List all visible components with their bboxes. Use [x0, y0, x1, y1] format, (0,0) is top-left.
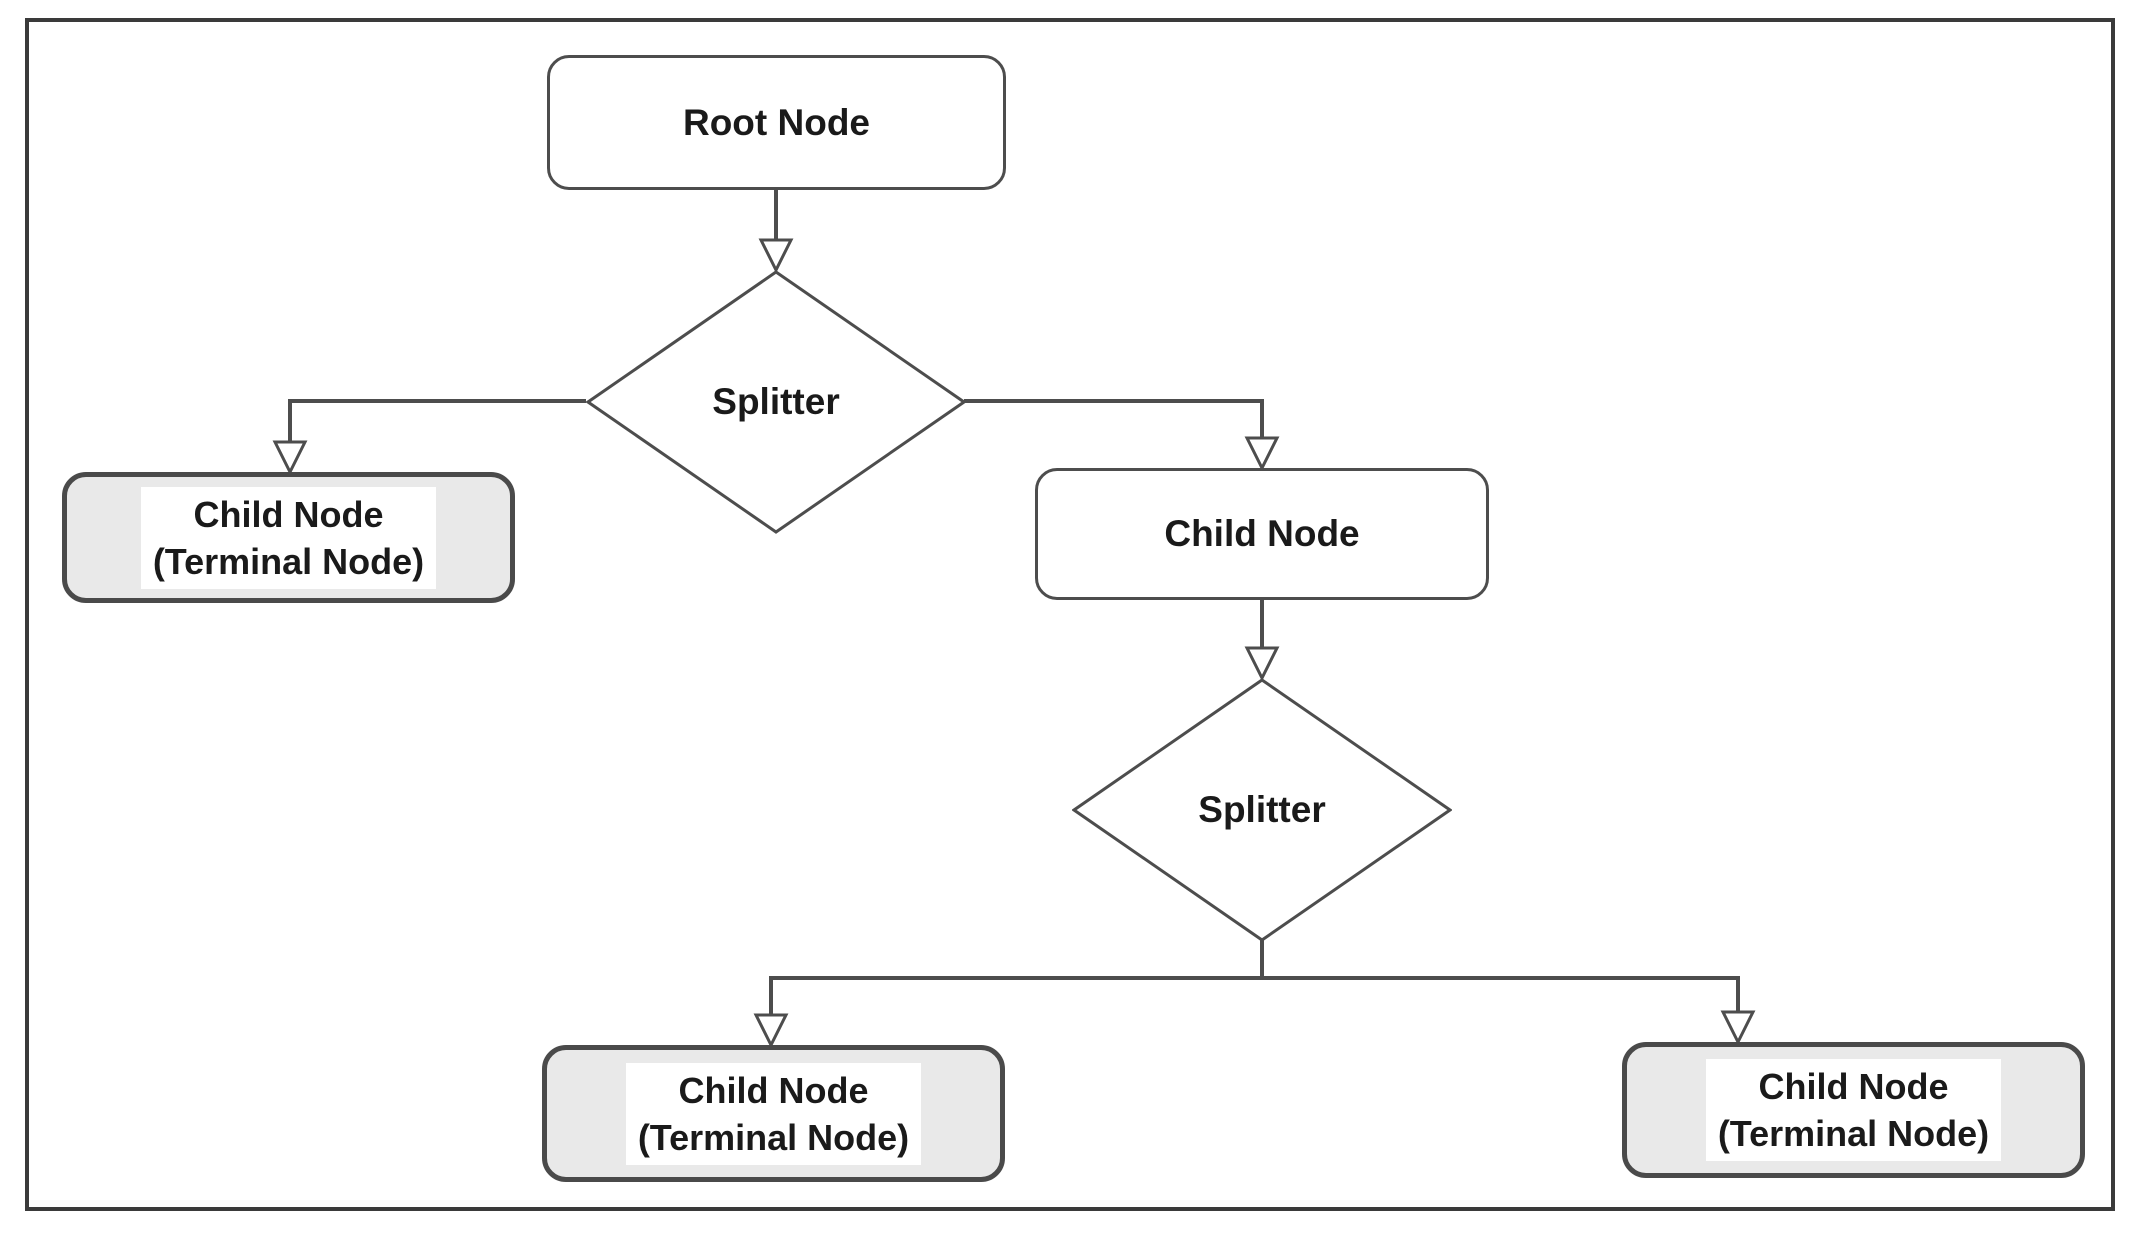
arrowhead-down-icon — [758, 238, 794, 272]
terminal-node-top-left-label: Child Node (Terminal Node) — [140, 486, 437, 589]
splitter-1-node: Splitter — [586, 270, 966, 534]
terminal-node-bottom-right: Child Node (Terminal Node) — [1622, 1042, 2085, 1178]
root-node: Root Node — [547, 55, 1006, 190]
root-node-label: Root Node — [682, 101, 871, 143]
arrowhead-down-icon — [753, 1013, 789, 1047]
arrowhead-down-icon — [272, 440, 308, 474]
terminal-node-bottom-right-label: Child Node (Terminal Node) — [1705, 1059, 2002, 1161]
arrowhead-down-icon — [1720, 1010, 1756, 1044]
splitter-2-node: Splitter — [1072, 678, 1452, 942]
child-node-right: Child Node — [1035, 468, 1489, 600]
connector-splitter1-to-terminal-top-left-h — [290, 399, 586, 403]
connector-splitter2-stem — [1260, 940, 1264, 980]
connector-to-terminal-bottom-right — [1736, 976, 1740, 1015]
connector-splitter1-to-child-right-v — [1260, 399, 1264, 441]
splitter-1-label: Splitter — [712, 381, 840, 422]
connector-splitter1-to-child-right-h — [964, 399, 1264, 403]
connector-to-terminal-bottom-left — [769, 976, 773, 1018]
splitter-2-label: Splitter — [1198, 789, 1326, 830]
connector-splitter2-tbar — [769, 976, 1740, 980]
child-node-right-label: Child Node — [1164, 513, 1360, 554]
arrowhead-down-icon — [1244, 646, 1280, 680]
terminal-node-bottom-left: Child Node (Terminal Node) — [542, 1045, 1005, 1182]
terminal-node-bottom-left-label: Child Node (Terminal Node) — [625, 1062, 922, 1165]
connector-child-right-to-splitter2 — [1260, 598, 1264, 650]
diagram-frame — [25, 18, 2115, 1211]
connector-splitter1-to-terminal-top-left-v — [288, 399, 292, 445]
terminal-node-top-left: Child Node (Terminal Node) — [62, 472, 515, 603]
arrowhead-down-icon — [1244, 436, 1280, 470]
connector-root-to-splitter1 — [774, 190, 778, 244]
